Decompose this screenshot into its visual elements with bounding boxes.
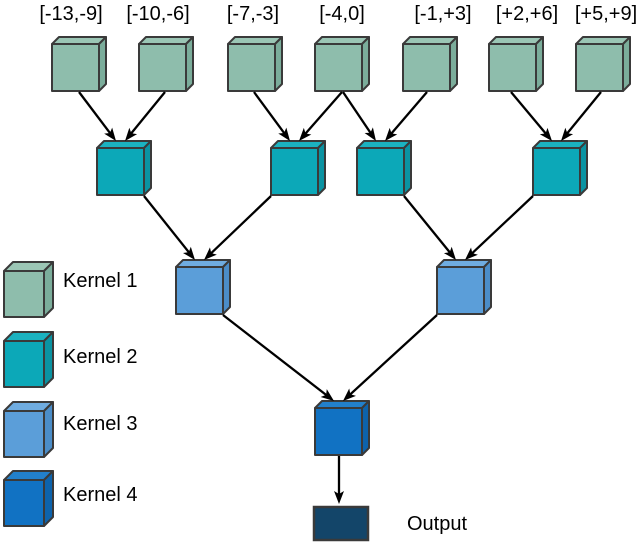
arrow-8 — [561, 91, 602, 141]
arrow-14 — [343, 314, 438, 401]
arrow-1 — [78, 91, 116, 141]
level3-cube-2 — [436, 259, 492, 315]
legend-item-4: Kernel 4 — [3, 470, 138, 527]
interval-label-6: [+2,+6] — [496, 3, 558, 25]
arrow-5 — [342, 91, 376, 141]
legend-item-3: Kernel 3 — [3, 401, 138, 458]
legend-item-1: Kernel 1 — [3, 261, 138, 318]
interval-label-3: [-7,-3] — [227, 3, 279, 25]
arrow-11 — [403, 195, 456, 260]
level1-cube-7 — [575, 36, 631, 92]
level2-cube-1 — [96, 140, 152, 196]
level1-cube-3 — [227, 36, 283, 92]
level4-cube-1 — [314, 400, 370, 456]
interval-label-4: [-4,0] — [319, 3, 365, 25]
arrow-2 — [125, 91, 166, 141]
interval-label-2: [-10,-6] — [126, 3, 189, 25]
interval-label-7: [+5,+9] — [575, 3, 637, 25]
legend-item-2: Kernel 2 — [3, 331, 138, 388]
level1-cube-6 — [488, 36, 544, 92]
interval-label-5: [-1,+3] — [414, 3, 471, 25]
arrow-7 — [510, 91, 552, 141]
output-label: Output — [407, 513, 467, 535]
level1-cube-1 — [51, 36, 107, 92]
legend-label-kernel-2: Kernel 2 — [63, 346, 138, 368]
legend-label-kernel-3: Kernel 3 — [63, 413, 138, 435]
level1-cube-2 — [138, 36, 194, 92]
interval-label-1: [-13,-9] — [39, 3, 102, 25]
legend-label-kernel-4: Kernel 4 — [63, 484, 138, 506]
level1-cube-5 — [402, 36, 458, 92]
arrow-13 — [222, 314, 334, 401]
arrow-15 — [334, 456, 344, 504]
legend-cube-kernel-2 — [3, 331, 54, 388]
arrow-12 — [465, 195, 534, 260]
legend-cube-kernel-3 — [3, 401, 54, 458]
arrow-3 — [253, 91, 290, 141]
level2-cube-2 — [270, 140, 326, 196]
legend-cube-kernel-1 — [3, 261, 54, 318]
arrow-10 — [204, 195, 272, 260]
level2-cube-3 — [356, 140, 412, 196]
legend-cube-kernel-4 — [3, 470, 54, 527]
legend-label-kernel-1: Kernel 1 — [63, 270, 138, 292]
output-box — [312, 505, 370, 542]
arrow-6 — [385, 91, 428, 141]
level2-cube-4 — [532, 140, 588, 196]
arrow-4 — [299, 91, 343, 141]
level1-cube-4 — [314, 36, 370, 92]
arrow-9 — [143, 195, 195, 260]
level3-cube-1 — [175, 259, 231, 315]
